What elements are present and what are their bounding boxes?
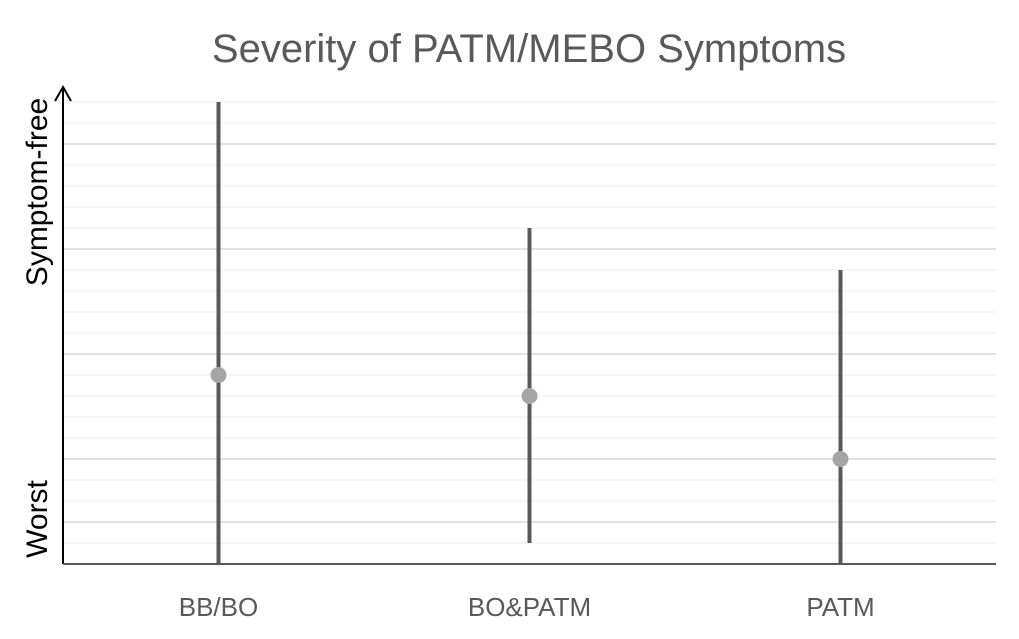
y-axis-label-bottom: Worst xyxy=(21,479,54,557)
data-point xyxy=(210,367,227,383)
chart-title: Severity of PATM/MEBO Symptoms xyxy=(212,27,846,71)
x-tick-label: PATM xyxy=(806,592,874,622)
axis-layer: Symptom-free Worst xyxy=(21,84,996,565)
x-tick-labels: BB/BO BO&PATM PATM xyxy=(179,592,875,622)
y-axis-arrowhead-icon xyxy=(54,84,72,102)
data-point xyxy=(521,388,538,404)
y-axis-label-top: Symptom-free xyxy=(21,98,54,286)
marks-layer xyxy=(210,102,849,564)
x-tick-label: BB/BO xyxy=(179,592,258,622)
data-point xyxy=(832,451,849,467)
x-tick-label: BO&PATM xyxy=(468,592,591,622)
